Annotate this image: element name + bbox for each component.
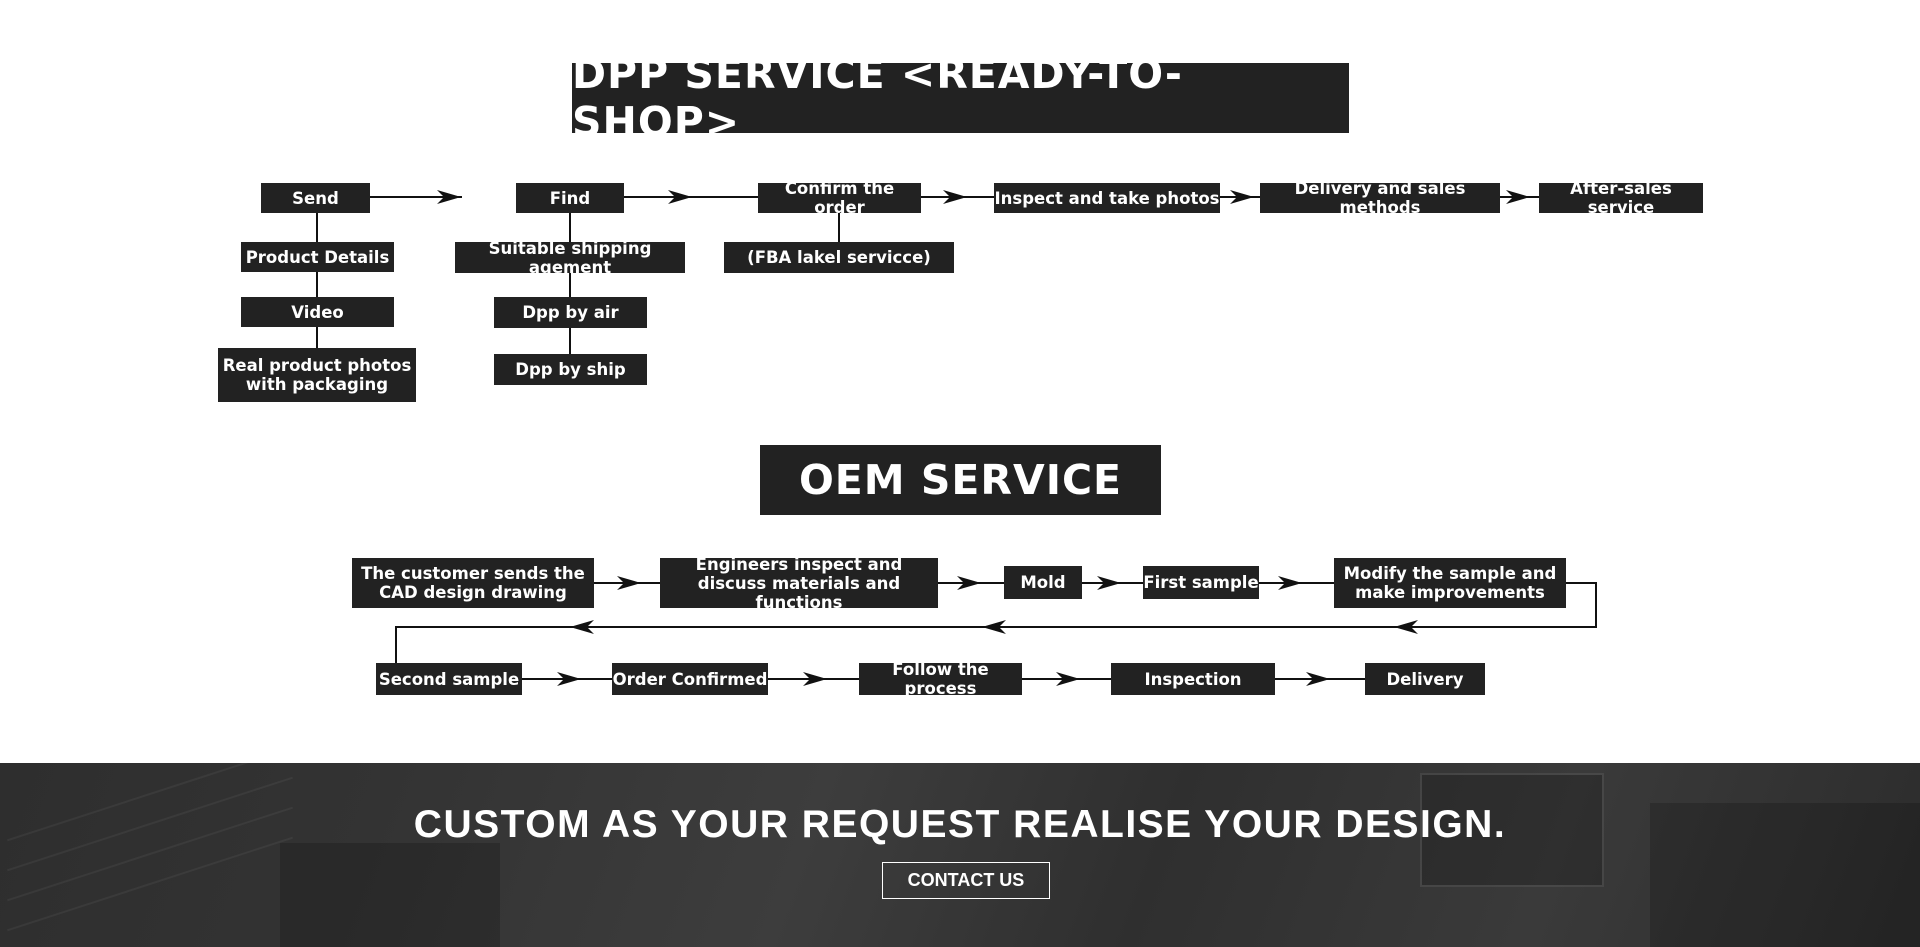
arrowhead-back-3 <box>570 620 594 634</box>
oem-step-customer-cad: The customer sends the CAD design drawin… <box>352 558 594 608</box>
dpp-find-shipping-agent: Suitable shipping agement <box>455 239 685 277</box>
oem-return-path <box>395 582 1597 663</box>
dpp-step-confirm-order: Confirm the order <box>758 179 921 217</box>
dpp-confirm-fba-label: (FBA lakel servicce) <box>724 242 954 273</box>
oem-step-engineers-inspect: Engineers inspect and discuss materials … <box>660 555 938 612</box>
dpp-step-send: Send <box>261 183 370 213</box>
flow-connectors <box>316 190 1597 686</box>
arrowhead-back-1 <box>1394 620 1418 634</box>
arrowhead-6 <box>617 576 641 590</box>
arrowhead-11 <box>803 672 827 686</box>
arrowhead-2 <box>668 190 692 204</box>
dpp-send-video: Video <box>241 297 394 327</box>
dpp-step-delivery-sales: Delivery and sales methods <box>1260 179 1500 217</box>
dpp-step-after-sales: After-sales service <box>1539 179 1703 217</box>
banner-title: CUSTOM AS YOUR REQUEST REALISE YOUR DESI… <box>413 803 1507 846</box>
arrowhead-7 <box>957 576 981 590</box>
arrowhead-12 <box>1056 672 1080 686</box>
arrowhead-9 <box>1278 576 1302 590</box>
contact-us-button[interactable]: CONTACT US <box>882 862 1050 899</box>
arrowhead-5 <box>1506 190 1530 204</box>
arrowhead-13 <box>1306 672 1330 686</box>
dpp-find-by-ship: Dpp by ship <box>494 354 647 385</box>
dpp-find-by-air: Dpp by air <box>494 297 647 328</box>
custom-design-banner: CUSTOM AS YOUR REQUEST REALISE YOUR DESI… <box>0 763 1920 947</box>
arrowhead-3 <box>943 190 967 204</box>
dpp-send-product-details: Product Details <box>241 242 394 272</box>
arrowhead-back-2 <box>982 620 1006 634</box>
oem-step-inspection: Inspection <box>1111 663 1275 695</box>
arrowhead-1 <box>437 190 461 204</box>
arrowhead-10 <box>557 672 581 686</box>
dpp-step-find: Find <box>516 183 624 213</box>
oem-step-modify-sample: Modify the sample and make improvements <box>1334 558 1566 608</box>
oem-service-title: OEM SERVICE <box>760 445 1161 515</box>
oem-step-second-sample: Second sample <box>376 663 522 695</box>
oem-step-mold: Mold <box>1004 566 1082 599</box>
oem-step-follow-process: Follow the process <box>859 660 1022 698</box>
arrowhead-4 <box>1230 190 1254 204</box>
arrowhead-8 <box>1097 576 1121 590</box>
oem-step-delivery: Delivery <box>1365 663 1485 695</box>
dpp-step-inspect-photos: Inspect and take photos <box>994 183 1220 213</box>
dpp-send-real-photos: Real product photos with packaging <box>218 348 416 402</box>
oem-step-first-sample: First sample <box>1143 566 1259 599</box>
dpp-service-title: DPP SERVICE <READY-TO-SHOP> <box>572 50 1349 146</box>
oem-step-order-confirmed: Order Confirmed <box>612 663 768 695</box>
